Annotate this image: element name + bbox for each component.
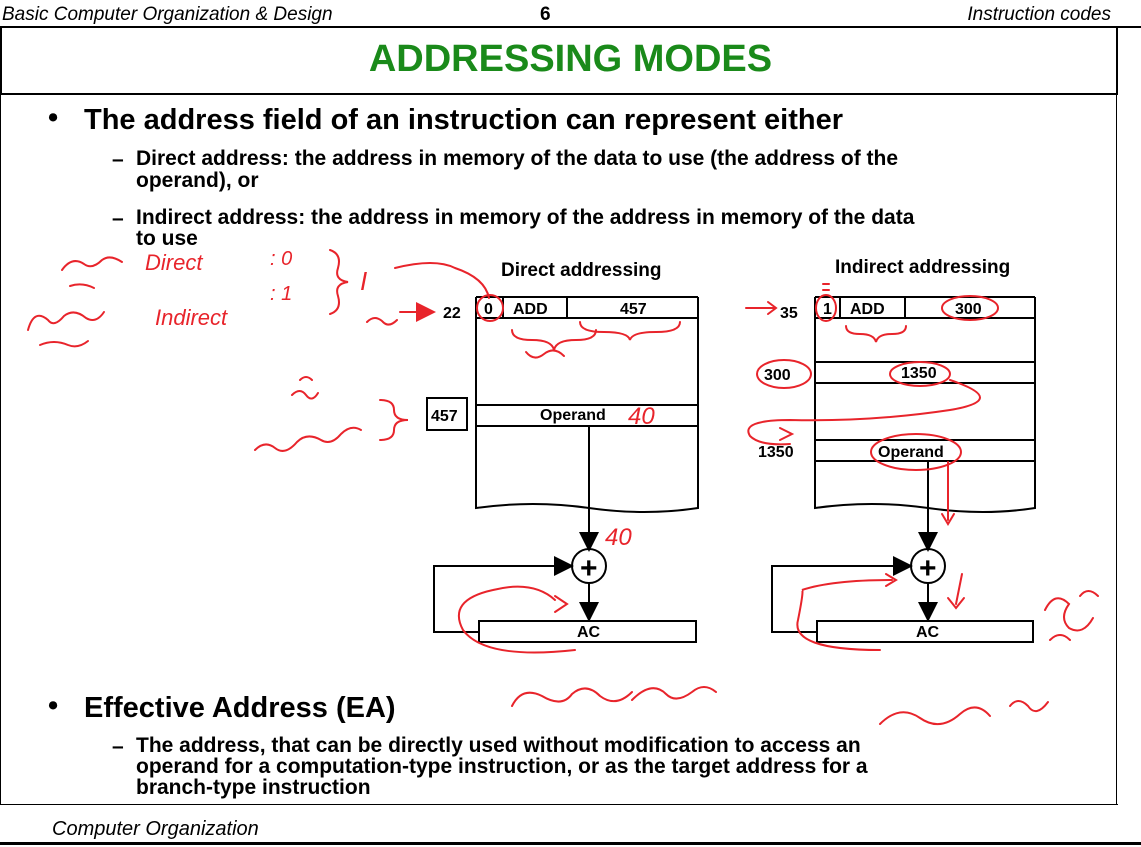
- handwritten-annotations: Direct : 0 Indirect : 1 I 40 40: [27, 248, 1099, 725]
- direct-i-bit: 0: [484, 301, 493, 318]
- direct-opcode: ADD: [513, 301, 548, 318]
- annotation-curve-to-operand: [747, 379, 981, 446]
- sub-bullet-direct-line2: operand), or: [136, 169, 259, 192]
- direct-operand-addr: 457: [431, 408, 458, 425]
- indirect-address-field: 300: [955, 301, 982, 318]
- header-section: Instruction codes: [967, 4, 1111, 25]
- annotation-persian-scribble: [366, 317, 398, 326]
- annotation-direct-value: : 0: [270, 248, 292, 270]
- page-title: ADDRESSING MODES: [368, 38, 773, 80]
- annotation-circle-ptr-value: [889, 361, 951, 387]
- annotation-persian-scribble: [69, 283, 95, 289]
- annotation-arrowhead: [885, 573, 898, 587]
- indirect-operand-addr: 1350: [758, 444, 794, 461]
- annotation-persian-scribble: [39, 340, 89, 348]
- dash-marker: –: [112, 735, 124, 758]
- annotation-persian-scribble: [291, 376, 319, 400]
- annotation-arrowhead: [941, 513, 955, 526]
- indirect-pointer-addr: 300: [764, 367, 791, 384]
- annotation-persian-scribble: [511, 686, 717, 707]
- title-rule: [0, 93, 1118, 95]
- page-bottom-rule: [0, 842, 1141, 845]
- annotation-brace: [579, 321, 681, 341]
- annotation-persian-scribble: [525, 349, 565, 359]
- annotation-arrowhead: [554, 595, 569, 613]
- annotation-indirect-value: : 1: [270, 283, 292, 305]
- bullet-address-field: The address field of an instruction can …: [84, 104, 844, 136]
- annotation-brace: [511, 329, 597, 351]
- annotation-arrow-i: [394, 262, 490, 299]
- sub-bullet-direct-line1: Direct address: the address in memory of…: [136, 147, 899, 170]
- annotation-persian-scribble: [1044, 590, 1099, 641]
- annotation-value-40-flow: 40: [605, 524, 632, 551]
- content-left-border: [0, 93, 1, 805]
- page-number: 6: [540, 4, 551, 25]
- indirect-pointer-value: 1350: [901, 365, 937, 382]
- direct-plus-sign: +: [580, 552, 598, 585]
- bullet-marker: •: [48, 690, 59, 722]
- header-rule: [0, 26, 1141, 28]
- annotation-tick-marks: [822, 283, 830, 291]
- indirect-plus-sign: +: [919, 552, 937, 585]
- annotation-arrowhead: [767, 301, 778, 315]
- annotation-loop-indirect: [796, 579, 893, 651]
- annotation-brace: [329, 249, 349, 315]
- sub-bullet-ea-line3: branch-type instruction: [136, 776, 371, 799]
- indirect-instr-addr: 35: [780, 305, 798, 322]
- annotation-circle-indirect-i: [815, 294, 837, 322]
- annotation-persian-scribble: [879, 700, 1049, 725]
- title-left-border: [0, 26, 2, 94]
- annotation-circle-ptr-addr: [756, 359, 812, 389]
- annotation-arrowhead: [779, 427, 795, 441]
- annotation-circle-operand: [870, 433, 962, 471]
- sub-bullet-indirect-line1: Indirect address: the address in memory …: [136, 206, 915, 229]
- direct-addressing-diagram: Direct addressing + 22 0 ADD 457 457 Ope…: [426, 260, 699, 643]
- header-course-title: Basic Computer Organization & Design: [2, 4, 333, 25]
- annotation-circle-address-300: [941, 295, 999, 321]
- indirect-opcode: ADD: [850, 301, 885, 318]
- sub-bullet-ea-line2: operand for a computation-type instructi…: [136, 755, 868, 778]
- indirect-i-bit: 1: [823, 301, 832, 318]
- dash-marker: –: [112, 148, 124, 171]
- annotation-persian-scribble: [254, 426, 362, 452]
- annotation-persian-scribble: [61, 256, 123, 271]
- annotation-down-arrow: [947, 573, 965, 610]
- indirect-operand: Operand: [878, 444, 944, 461]
- annotation-brace: [845, 325, 907, 343]
- indirect-ac: AC: [916, 624, 940, 641]
- annotation-persian-scribble: [27, 311, 105, 331]
- annotation-brace: [379, 399, 409, 441]
- content-bottom-rule: [0, 804, 1118, 805]
- content-right-border: [1116, 93, 1117, 805]
- annotation-value-40-direct: 40: [628, 403, 655, 430]
- dash-marker: –: [112, 207, 124, 230]
- footer-course-name: Computer Organization: [52, 818, 259, 840]
- annotation-loop-direct: [457, 585, 576, 654]
- direct-instr-addr: 22: [443, 305, 461, 322]
- bullet-effective-address: Effective Address (EA): [84, 692, 396, 724]
- sub-bullet-indirect-line2: to use: [136, 227, 198, 250]
- indirect-title: Indirect addressing: [835, 257, 1010, 278]
- bullet-marker: •: [48, 102, 59, 134]
- annotation-circle-i-bit: [476, 294, 504, 322]
- indirect-addressing-diagram: Indirect addressing + 35 1 ADD 300 300 1…: [758, 257, 1036, 643]
- direct-ac: AC: [577, 624, 601, 641]
- sub-bullet-ea-line1: The address, that can be directly used w…: [136, 734, 861, 757]
- direct-operand: Operand: [540, 407, 606, 424]
- direct-address-field: 457: [620, 301, 647, 318]
- annotation-i-letter: I: [360, 266, 367, 296]
- annotation-indirect-label: Indirect: [155, 305, 228, 330]
- annotation-direct-label: Direct: [145, 250, 203, 275]
- title-right-border: [1116, 26, 1118, 94]
- direct-title: Direct addressing: [501, 260, 662, 281]
